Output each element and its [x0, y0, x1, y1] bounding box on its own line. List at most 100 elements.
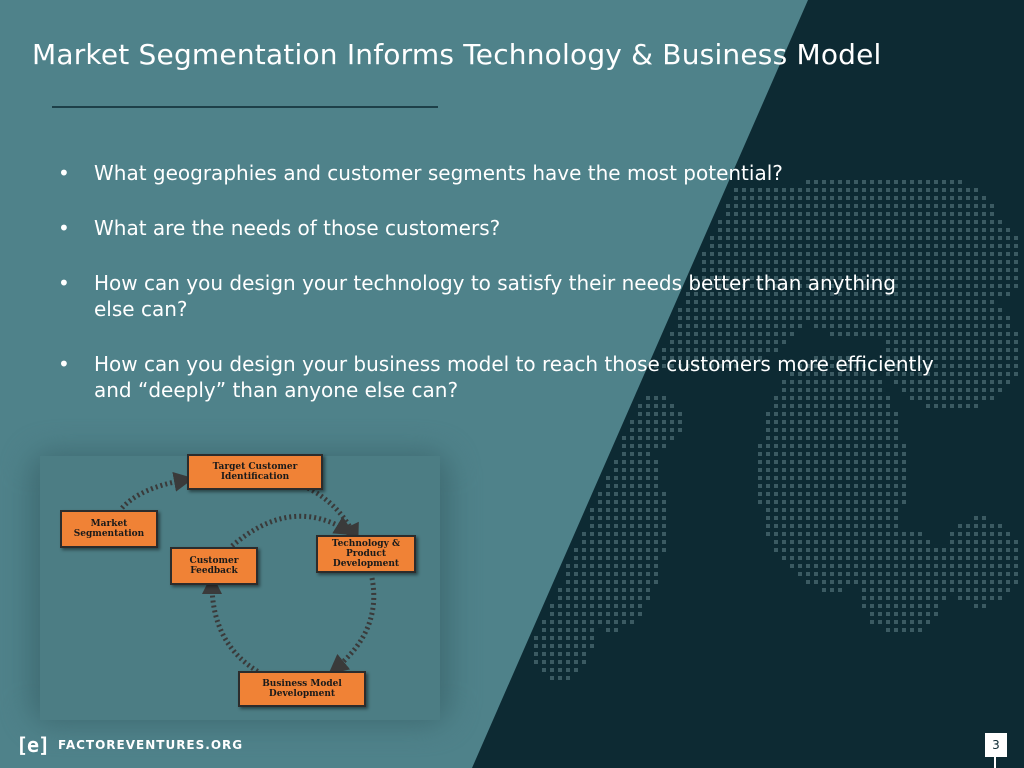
map-dot: [630, 500, 634, 504]
map-dot: [838, 444, 842, 448]
map-dot: [838, 356, 842, 360]
map-dot: [950, 292, 954, 296]
map-dot: [886, 508, 890, 512]
map-dot: [798, 420, 802, 424]
map-dot: [974, 548, 978, 552]
map-dot: [598, 580, 602, 584]
map-dot: [918, 180, 922, 184]
map-dot: [734, 236, 738, 240]
map-dot: [598, 572, 602, 576]
map-dot: [638, 476, 642, 480]
map-dot: [966, 260, 970, 264]
map-dot: [718, 220, 722, 224]
map-dot: [870, 524, 874, 528]
map-dot: [638, 612, 642, 616]
map-dot: [790, 252, 794, 256]
map-dot: [950, 244, 954, 248]
map-dot: [614, 524, 618, 528]
map-dot: [806, 220, 810, 224]
map-dot: [862, 252, 866, 256]
map-dot: [862, 212, 866, 216]
map-dot: [678, 332, 682, 336]
map-dot: [838, 308, 842, 312]
map-dot: [750, 228, 754, 232]
map-dot: [990, 556, 994, 560]
map-dot: [902, 532, 906, 536]
map-dot: [886, 588, 890, 592]
map-dot: [790, 564, 794, 568]
map-dot: [614, 612, 618, 616]
map-dot: [798, 292, 802, 296]
map-dot: [998, 588, 1002, 592]
map-dot: [878, 212, 882, 216]
map-dot: [870, 420, 874, 424]
map-dot: [774, 188, 778, 192]
map-dot: [854, 548, 858, 552]
map-dot: [806, 460, 810, 464]
map-dot: [590, 596, 594, 600]
map-dot: [638, 412, 642, 416]
map-dot: [966, 276, 970, 280]
map-dot: [894, 188, 898, 192]
map-dot: [630, 420, 634, 424]
map-dot: [862, 396, 866, 400]
map-dot: [942, 300, 946, 304]
map-dot: [774, 452, 778, 456]
map-dot: [710, 340, 714, 344]
map-dot: [846, 228, 850, 232]
map-dot: [630, 588, 634, 592]
map-dot: [998, 564, 1002, 568]
map-dot: [830, 228, 834, 232]
map-dot: [974, 260, 978, 264]
map-dot: [974, 588, 978, 592]
map-dot: [958, 260, 962, 264]
map-dot: [886, 532, 890, 536]
map-dot: [1014, 372, 1018, 376]
map-dot: [862, 284, 866, 288]
map-dot: [742, 220, 746, 224]
map-dot: [902, 276, 906, 280]
map-dot: [838, 364, 842, 368]
map-dot: [926, 284, 930, 288]
map-dot: [998, 276, 1002, 280]
map-dot: [830, 268, 834, 272]
map-dot: [766, 324, 770, 328]
map-dot: [902, 612, 906, 616]
map-dot: [878, 492, 882, 496]
map-dot: [670, 428, 674, 432]
map-dot: [766, 332, 770, 336]
map-dot: [782, 556, 786, 560]
map-dot: [830, 556, 834, 560]
map-dot: [910, 556, 914, 560]
map-dot: [798, 316, 802, 320]
map-dot: [758, 212, 762, 216]
map-dot: [758, 476, 762, 480]
map-dot: [814, 436, 818, 440]
map-dot: [942, 308, 946, 312]
map-dot: [910, 540, 914, 544]
map-dot: [974, 396, 978, 400]
map-dot: [870, 548, 874, 552]
map-dot: [654, 420, 658, 424]
map-dot: [726, 340, 730, 344]
map-dot: [758, 324, 762, 328]
map-dot: [846, 180, 850, 184]
map-dot: [750, 316, 754, 320]
map-dot: [862, 548, 866, 552]
map-dot: [782, 492, 786, 496]
map-dot: [974, 220, 978, 224]
map-dot: [646, 476, 650, 480]
map-dot: [806, 500, 810, 504]
map-dot: [670, 364, 674, 368]
map-dot: [902, 292, 906, 296]
map-dot: [582, 644, 586, 648]
map-dot: [798, 196, 802, 200]
map-dot: [662, 436, 666, 440]
map-dot: [894, 228, 898, 232]
map-dot: [774, 436, 778, 440]
map-dot: [814, 420, 818, 424]
map-dot: [958, 284, 962, 288]
map-dot: [782, 476, 786, 480]
map-dot: [902, 356, 906, 360]
map-dot: [838, 556, 842, 560]
